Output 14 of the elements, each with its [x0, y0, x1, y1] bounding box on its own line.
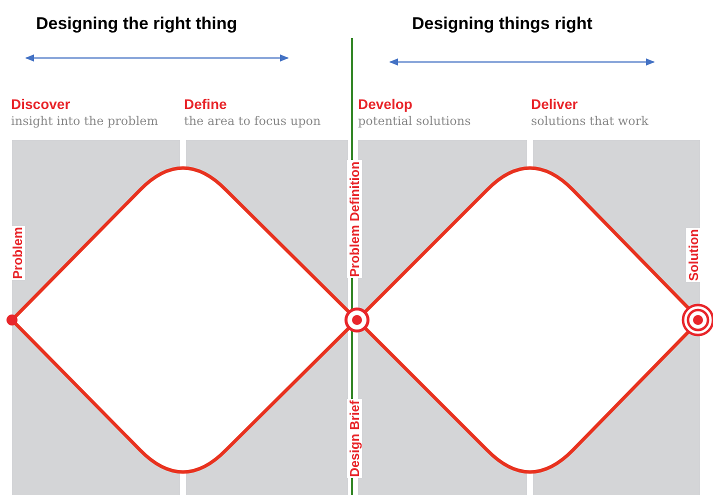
stage-description: solutions that work [531, 114, 648, 128]
heading: Designing things right [412, 14, 592, 34]
heading: Designing the right thing [36, 14, 238, 34]
vertical-label: Design Brief [347, 399, 362, 478]
stage-description: insight into the problem [11, 114, 158, 128]
vertical-label: Problem Definition [347, 160, 362, 278]
vertical-label: Solution [686, 228, 701, 282]
stage-title: Develop [358, 96, 412, 112]
stage-title: Discover [11, 96, 70, 112]
vertical-label: Problem [10, 226, 25, 280]
stage-description: potential solutions [358, 114, 471, 128]
stage-description: the area to focus upon [184, 114, 321, 128]
stage-title: Deliver [531, 96, 578, 112]
stage-title: Define [184, 96, 227, 112]
